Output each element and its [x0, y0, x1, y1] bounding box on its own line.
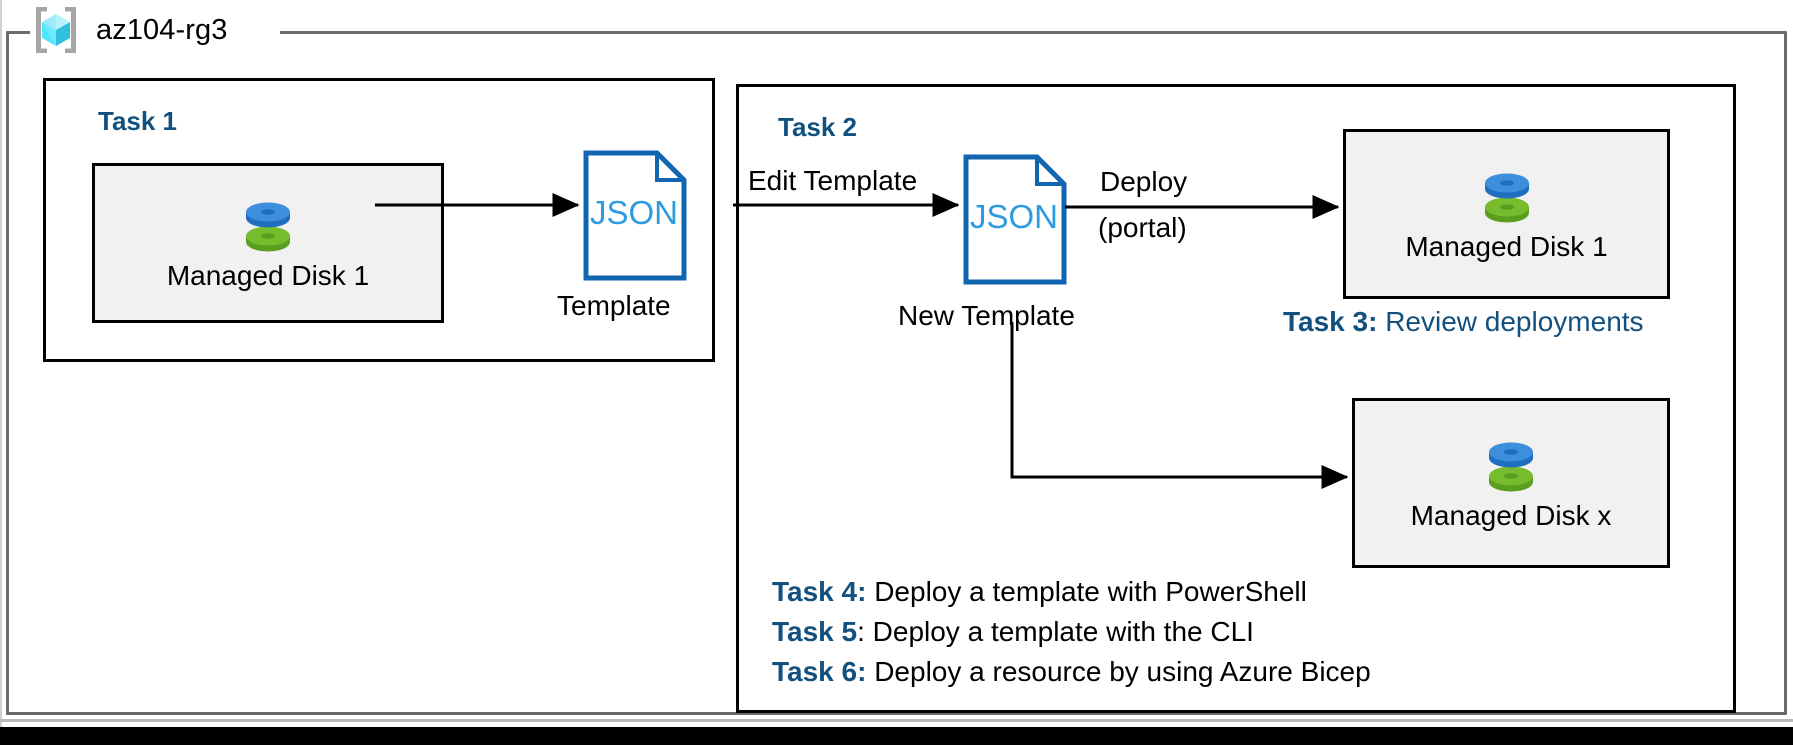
deploy-label-line1: Deploy	[1100, 166, 1188, 197]
managed-disk-1-node-task1: Managed Disk 1	[92, 163, 444, 323]
task-4-note: Task 4: Deploy a template with PowerShel…	[772, 578, 1307, 606]
json-template-icon-task1: JSON	[583, 150, 687, 286]
managed-disk-x-label: Managed Disk x	[1410, 499, 1612, 531]
task-6-key: Task 6:	[772, 656, 867, 687]
svg-text:JSON: JSON	[590, 194, 678, 231]
json-new-template-icon-task2: JSON	[963, 154, 1067, 290]
task-5-body: : Deploy a template with the CLI	[857, 616, 1254, 647]
managed-disk-x-node: Managed Disk x	[1352, 398, 1670, 568]
managed-disk-icon	[1489, 442, 1533, 492]
new-template-caption-task2: New Template	[898, 300, 1075, 331]
resource-group-frame	[6, 31, 1787, 715]
edit-template-label: Edit Template	[748, 165, 918, 196]
task-2-heading: Task 2	[778, 112, 858, 142]
task-1-heading: Task 1	[98, 106, 178, 136]
managed-disk-1-node-task2: Managed Disk 1	[1343, 129, 1670, 299]
task-4-key: Task 4:	[772, 576, 867, 607]
task-6-note: Task 6: Deploy a resource by using Azure…	[772, 658, 1371, 686]
task-5-note: Task 5: Deploy a template with the CLI	[772, 618, 1254, 646]
managed-disk-icon	[246, 202, 290, 252]
task-4-body: Deploy a template with PowerShell	[866, 576, 1307, 607]
task-5-key: Task 5	[772, 616, 858, 647]
resource-group-name: az104-rg3	[96, 13, 228, 46]
managed-disk-1-label-task1: Managed Disk 1	[166, 259, 370, 291]
task-3-key: Task 3:	[1283, 306, 1378, 337]
managed-disk-1-label-task2: Managed Disk 1	[1405, 230, 1608, 262]
page-edge-bottom	[0, 719, 1793, 722]
bottom-bar	[0, 727, 1793, 745]
page-edge-left	[0, 0, 2, 727]
deploy-label-line2: (portal)	[1098, 212, 1187, 243]
template-caption-task1: Template	[557, 290, 671, 321]
svg-text:JSON: JSON	[970, 198, 1058, 235]
task-6-body: Deploy a resource by using Azure Bicep	[866, 656, 1371, 687]
task-3-body: Review deployments	[1377, 306, 1644, 337]
resource-group-header: az104-rg3	[30, 4, 228, 56]
managed-disk-icon	[1484, 173, 1529, 223]
task-3-note: Task 3: Review deployments	[1283, 308, 1644, 336]
azure-resource-group-icon	[36, 7, 76, 53]
